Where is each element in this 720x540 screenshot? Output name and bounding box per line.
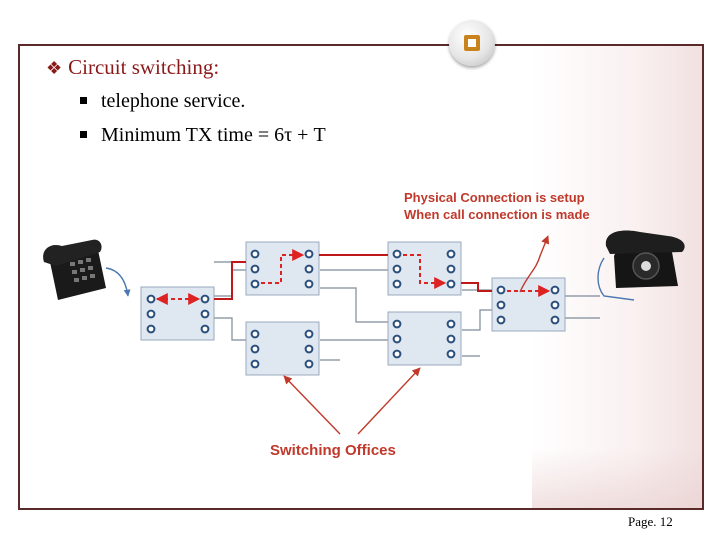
callout-top-line2: When call connection is made xyxy=(404,207,590,222)
bullet-item: Minimum TX time = 6τ + T xyxy=(80,124,326,147)
switch-node-icon xyxy=(140,286,215,341)
switch-node-icon xyxy=(387,311,462,366)
bullet-text: Minimum TX time = 6τ + T xyxy=(101,124,326,146)
heading-text: Circuit switching: xyxy=(68,55,220,79)
circuit-path xyxy=(155,249,551,305)
square-bullet-icon xyxy=(80,130,87,138)
telephone-icon xyxy=(597,230,685,301)
switch-node-icon xyxy=(245,241,320,296)
logo-emblem-icon xyxy=(449,20,495,66)
callout-switching-offices: Switching Offices xyxy=(270,442,396,459)
slide-decoration-bottom xyxy=(532,448,702,508)
bullet-item: telephone service. xyxy=(80,90,245,113)
slide-frame xyxy=(18,44,704,510)
circuit-path-solid xyxy=(214,254,492,300)
square-bullet-icon xyxy=(80,96,87,104)
page-number: Page. 12 xyxy=(628,514,673,529)
diamond-bullet-icon: ❖ xyxy=(46,58,63,78)
callout-top-line1: Physical Connection is setup xyxy=(404,190,585,205)
bullet-text: telephone service. xyxy=(101,90,246,112)
slide-heading: ❖Circuit switching: xyxy=(46,55,219,80)
switch-node-icon xyxy=(245,321,320,376)
switch-node-icon xyxy=(387,241,462,296)
callout-arrows xyxy=(283,235,550,435)
telephone-icon xyxy=(43,239,131,300)
switch-node-icon xyxy=(491,277,566,332)
